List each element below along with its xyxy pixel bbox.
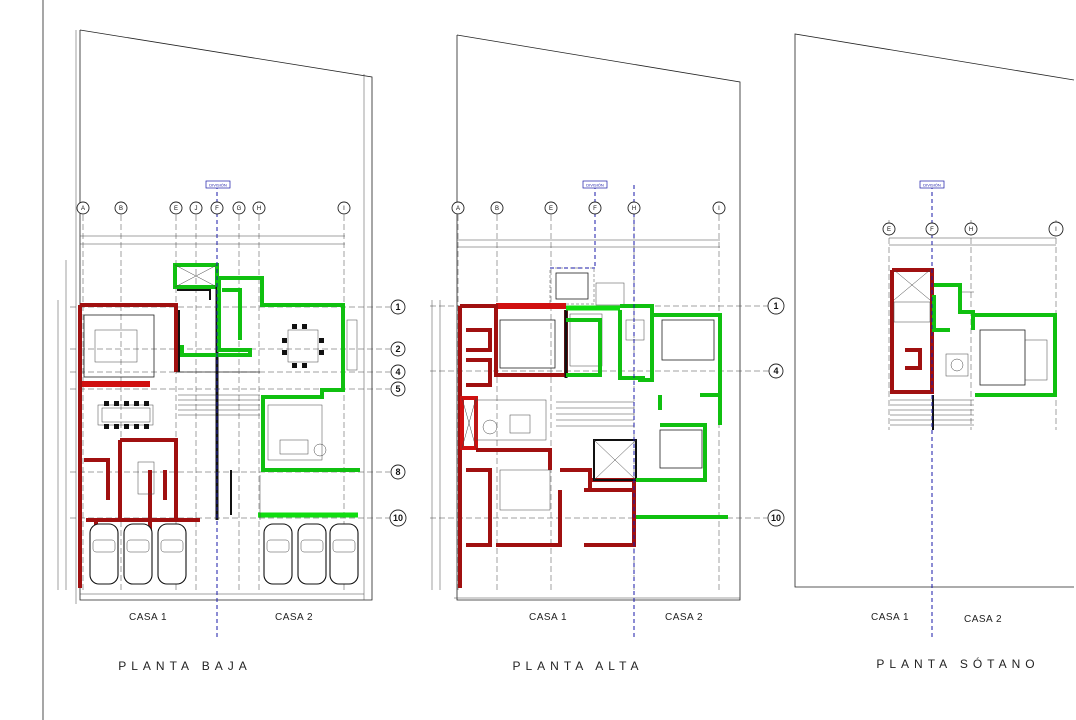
car-icon [263,523,359,585]
svg-text:H: H [969,227,973,233]
sheet-title: PLANTA BAJA [118,659,251,673]
svg-text:E: E [174,206,178,212]
svg-text:A: A [81,206,85,212]
grid-bubbles-letters: A B E J F G H I [76,201,351,215]
svg-text:H: H [632,206,636,212]
car-icon [89,523,187,585]
grid-bubbles-numbers: 1 2 4 5 8 10 [389,299,407,527]
svg-text:4: 4 [395,367,400,377]
casa-1-label: CASA 1 [529,612,567,623]
planta-baja-plan: DIVISIÓN A B E J F G H I 1 2 4 5 8 10 CA… [57,29,407,673]
svg-text:E: E [549,206,553,212]
svg-text:J: J [195,206,198,212]
casa-2-label: CASA 2 [275,612,313,623]
svg-text:I: I [343,206,345,212]
grid-bubbles-letters: A B E F H I [451,201,726,215]
svg-text:E: E [887,227,891,233]
division-label: DIVISIÓN [586,183,604,188]
svg-text:8: 8 [395,467,400,477]
lot-outline [794,33,1075,588]
svg-text:2: 2 [395,344,400,354]
svg-text:1: 1 [773,301,778,311]
grid-bubbles-numbers: 1 4 10 [767,297,785,527]
svg-text:F: F [930,227,934,233]
svg-text:F: F [593,206,597,212]
svg-text:I: I [718,206,720,212]
division-label: DIVISIÓN [923,183,941,188]
division-label: DIVISIÓN [209,183,227,188]
casa-1-label: CASA 1 [129,612,167,623]
svg-text:10: 10 [771,513,781,523]
casa-1-label: CASA 1 [871,612,909,623]
svg-text:G: G [237,206,242,212]
svg-text:A: A [456,206,460,212]
svg-text:B: B [495,206,499,212]
lot-outline [456,34,741,601]
planta-sotano-plan: DIVISIÓN E F H I CASA 1 CASA 2 PLANTA SÓ… [794,33,1075,671]
svg-text:I: I [1055,227,1057,233]
svg-text:10: 10 [393,513,403,523]
svg-text:5: 5 [395,384,400,394]
svg-text:B: B [119,206,123,212]
planta-alta-plan: DIVISIÓN A B E F H I 1 4 10 CASA 1 CASA … [430,34,785,673]
svg-text:H: H [257,206,261,212]
casa-2-label: CASA 2 [964,614,1002,625]
grid-bubbles-letters: E F H I [882,221,1064,237]
sheet-title: PLANTA SÓTANO [876,656,1039,671]
sheet-title: PLANTA ALTA [512,659,643,673]
svg-text:4: 4 [773,366,778,376]
svg-text:F: F [215,206,219,212]
casa-2-label: CASA 2 [665,612,703,623]
svg-text:1: 1 [395,302,400,312]
